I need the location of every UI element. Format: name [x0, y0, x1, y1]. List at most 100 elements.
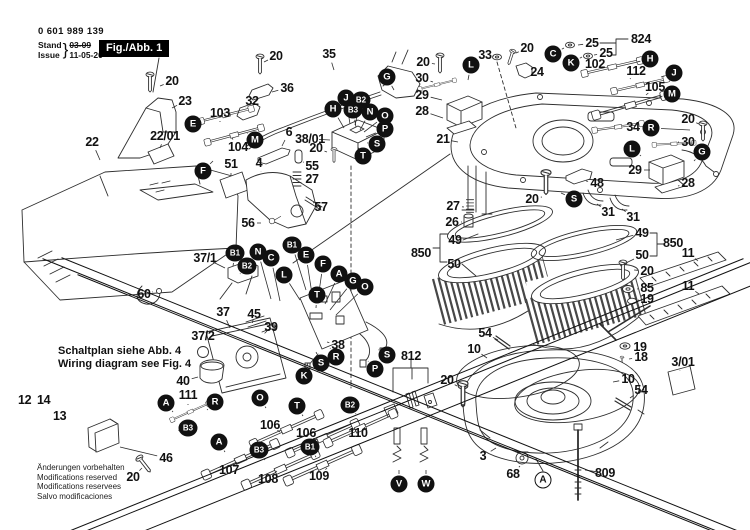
callout-12: 12 [18, 394, 750, 407]
callout-20: 20 [416, 54, 430, 69]
callout-56: 56 [241, 215, 255, 230]
callout-G: G [378, 68, 396, 86]
callout-20: 20 [640, 263, 654, 278]
issue-value: 11-05-20 [69, 50, 103, 60]
callout-60: 60 [137, 286, 151, 301]
callout-R: R [206, 393, 224, 411]
callout-48: 48 [590, 175, 604, 190]
callout-49: 49 [635, 225, 649, 240]
callout-18: 18 [634, 349, 648, 364]
callout-M: M [246, 131, 264, 149]
callout-20: 20 [309, 140, 323, 155]
callout-B1: B1 [300, 438, 320, 456]
callout-809: 809 [595, 465, 615, 480]
callout-N: N [361, 103, 379, 121]
callout-H: H [324, 100, 342, 118]
callout-28: 28 [415, 103, 429, 118]
part-coil-29-left [417, 53, 533, 135]
callout-31: 31 [601, 204, 615, 219]
callout-N: N [249, 243, 267, 261]
callout-107: 107 [219, 462, 239, 477]
callout-19: 19 [633, 339, 647, 354]
callout-850: 850 [663, 235, 683, 250]
part-sleeve-36 [248, 83, 274, 101]
callout-39: 39 [264, 319, 278, 334]
callout-37-1: 37/1 [193, 250, 217, 265]
callout-103: 103 [210, 105, 230, 120]
callout-54: 54 [478, 325, 492, 340]
callout-O: O [251, 389, 269, 407]
callout-14: 14 [37, 393, 750, 406]
callout-B3: B3 [343, 101, 363, 119]
callout-V: V [390, 475, 408, 493]
callout-B3: B3 [178, 419, 198, 437]
callout-W: W [417, 475, 435, 493]
callout-O: O [376, 107, 394, 125]
callout-C: C [262, 249, 280, 267]
part-filter-left [431, 205, 556, 330]
callout-37: 37 [216, 304, 230, 319]
callout-A: A [330, 265, 348, 283]
callout-34: 34 [626, 119, 640, 134]
callout-4: 4 [255, 155, 263, 170]
part-bracket-48 [565, 168, 630, 211]
callout-23: 23 [178, 93, 192, 108]
part-grommet-32 [236, 102, 261, 121]
callout-105: 105 [645, 79, 665, 94]
callout-B2: B2 [340, 396, 360, 414]
callout-10: 10 [467, 341, 481, 356]
stand-value: 03-09 [69, 40, 92, 50]
callout-22-01: 22/01 [150, 128, 180, 143]
callout-A: A [534, 471, 552, 489]
callout-E: E [297, 246, 315, 264]
part-strips-11 [637, 251, 731, 326]
callout-30: 30 [415, 70, 429, 85]
callout-3-01: 3/01 [671, 354, 695, 369]
callout-111: 111 [178, 387, 198, 402]
callout-L: L [275, 266, 293, 284]
callout-27: 27 [446, 198, 460, 213]
callout-G: G [693, 143, 711, 161]
callout-29: 29 [415, 87, 429, 102]
part-motor-cover-22 [21, 165, 239, 301]
callout-22: 22 [85, 134, 99, 149]
revision-block: Stand Issue } 03-09 11-05-20 [38, 40, 104, 60]
callout-S: S [368, 135, 386, 153]
callout-46: 46 [159, 450, 173, 465]
sticker-3-01 [667, 365, 696, 396]
callout-P: P [376, 120, 394, 138]
leader-49-50 [461, 233, 479, 277]
brace-glyph: } [62, 40, 69, 59]
callout-112: 112 [626, 63, 646, 78]
callout-F: F [314, 255, 332, 273]
callout-106: 106 [260, 417, 280, 432]
callout-824: 824 [631, 31, 651, 46]
part-knob-46 [87, 418, 120, 453]
callout-37-2: 37/2 [191, 328, 215, 343]
part-knob-40 [199, 359, 225, 384]
issue-label: Issue [38, 50, 60, 60]
part-hook-60 [136, 285, 162, 305]
part-terminal-group-824 [565, 38, 629, 60]
callout-29: 29 [628, 162, 642, 177]
callout-21: 21 [436, 131, 450, 146]
callout-49: 49 [448, 232, 462, 247]
callout-31: 31 [626, 209, 640, 224]
bracket-850-right [649, 232, 665, 257]
callout-S: S [378, 346, 396, 364]
callout-K: K [295, 367, 313, 385]
sticker-22-01 [147, 143, 175, 165]
callout-R: R [642, 119, 660, 137]
callout-20: 20 [525, 191, 539, 206]
callout-50: 50 [635, 247, 649, 262]
rights-reserved-note: Änderungen vorbehalten Modifications res… [37, 463, 125, 501]
callout-102: 102 [585, 56, 605, 71]
callout-B2: B2 [237, 257, 257, 275]
callout-51: 51 [224, 156, 238, 171]
callout-K: K [562, 54, 580, 72]
callout-T: T [288, 397, 306, 415]
callout-38-01: 38/01 [295, 131, 325, 146]
stand-label: Stand [38, 40, 62, 50]
callout-57: 57 [314, 199, 328, 214]
